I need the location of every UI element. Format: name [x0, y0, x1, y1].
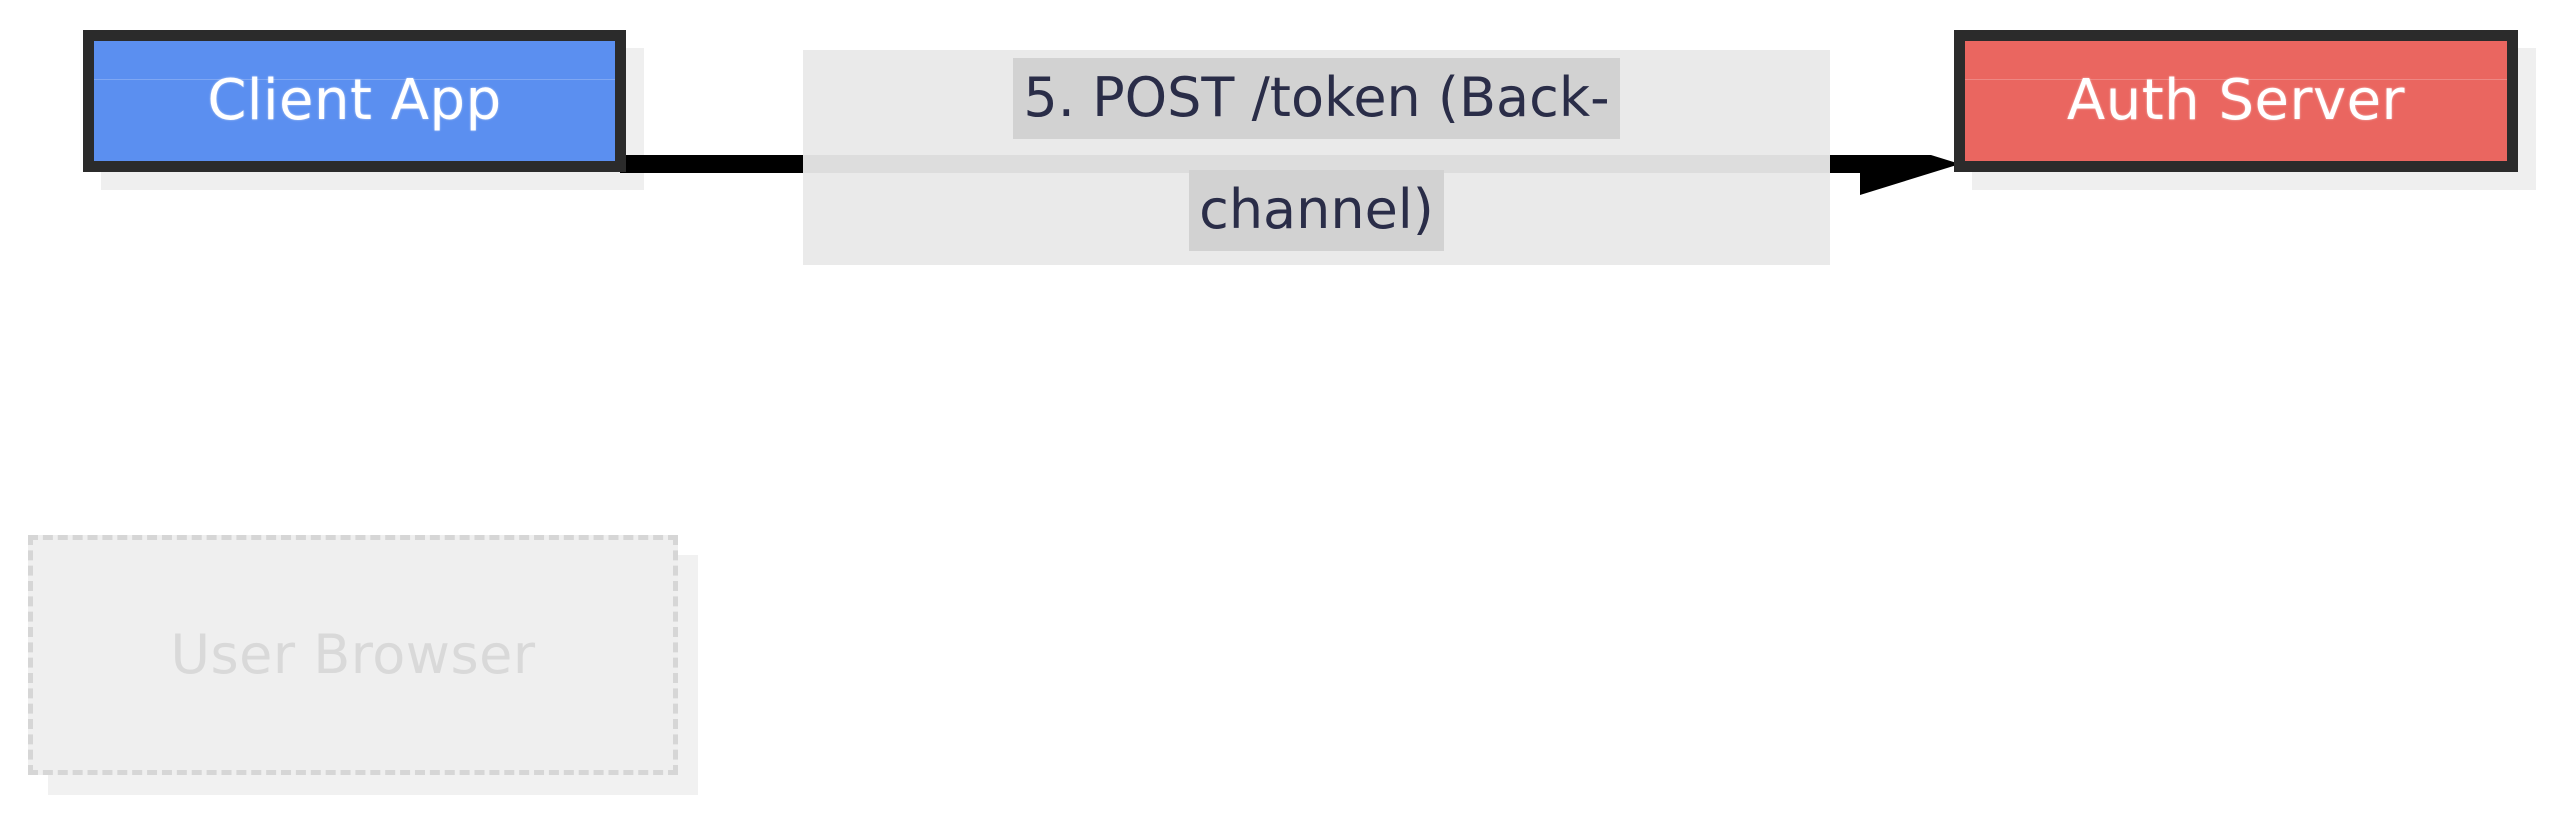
edge-label-line-1: 5. POST /token (Back- — [1013, 58, 1620, 139]
node-auth-server-label: Auth Server — [2066, 67, 2406, 133]
arrow-icon — [620, 133, 1960, 195]
node-user-browser-label: User Browser — [170, 622, 536, 686]
edge-client-to-auth[interactable] — [620, 133, 1965, 215]
node-client-app[interactable]: Client App — [83, 30, 626, 172]
node-client-app-label: Client App — [207, 67, 502, 133]
node-user-browser[interactable]: User Browser — [28, 535, 678, 775]
node-auth-server[interactable]: Auth Server — [1954, 30, 2518, 172]
